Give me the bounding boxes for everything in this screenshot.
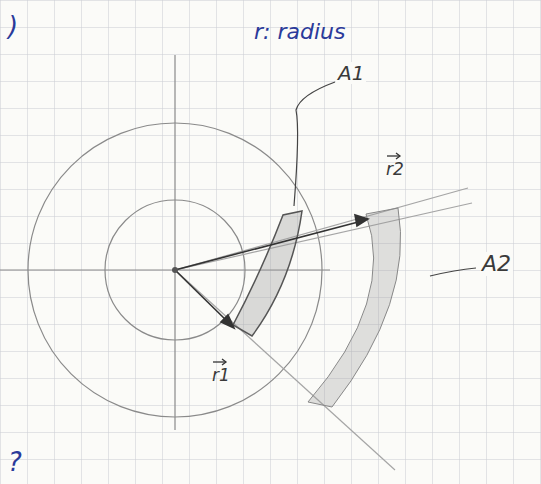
arrowhead xyxy=(221,315,234,328)
area-a2 xyxy=(308,208,401,407)
area-label: A1 xyxy=(336,62,366,84)
y-axis xyxy=(174,55,175,430)
vector-accent xyxy=(213,361,226,362)
inner-circle xyxy=(105,200,245,340)
area-label: A2 xyxy=(480,252,513,276)
area-a1 xyxy=(233,211,302,336)
leader-line xyxy=(294,82,335,206)
vector-accent-head xyxy=(222,359,226,365)
vector-r1 xyxy=(175,270,230,324)
fragment-mark: ) xyxy=(6,12,20,41)
leader-line xyxy=(430,268,476,276)
ray xyxy=(175,188,468,270)
ray xyxy=(175,270,395,470)
vector-r2 xyxy=(175,221,362,270)
vector-accent xyxy=(387,155,400,156)
outer-circle xyxy=(28,123,322,417)
note: r: radius xyxy=(252,20,347,44)
vector-accent-head xyxy=(396,153,400,159)
origin-dot xyxy=(172,267,178,273)
vector-label: r2 xyxy=(384,160,406,179)
ray xyxy=(175,203,472,270)
vector-label: r1 xyxy=(210,366,232,385)
arrowhead xyxy=(355,215,368,226)
fragment-mark: ? xyxy=(6,448,24,477)
